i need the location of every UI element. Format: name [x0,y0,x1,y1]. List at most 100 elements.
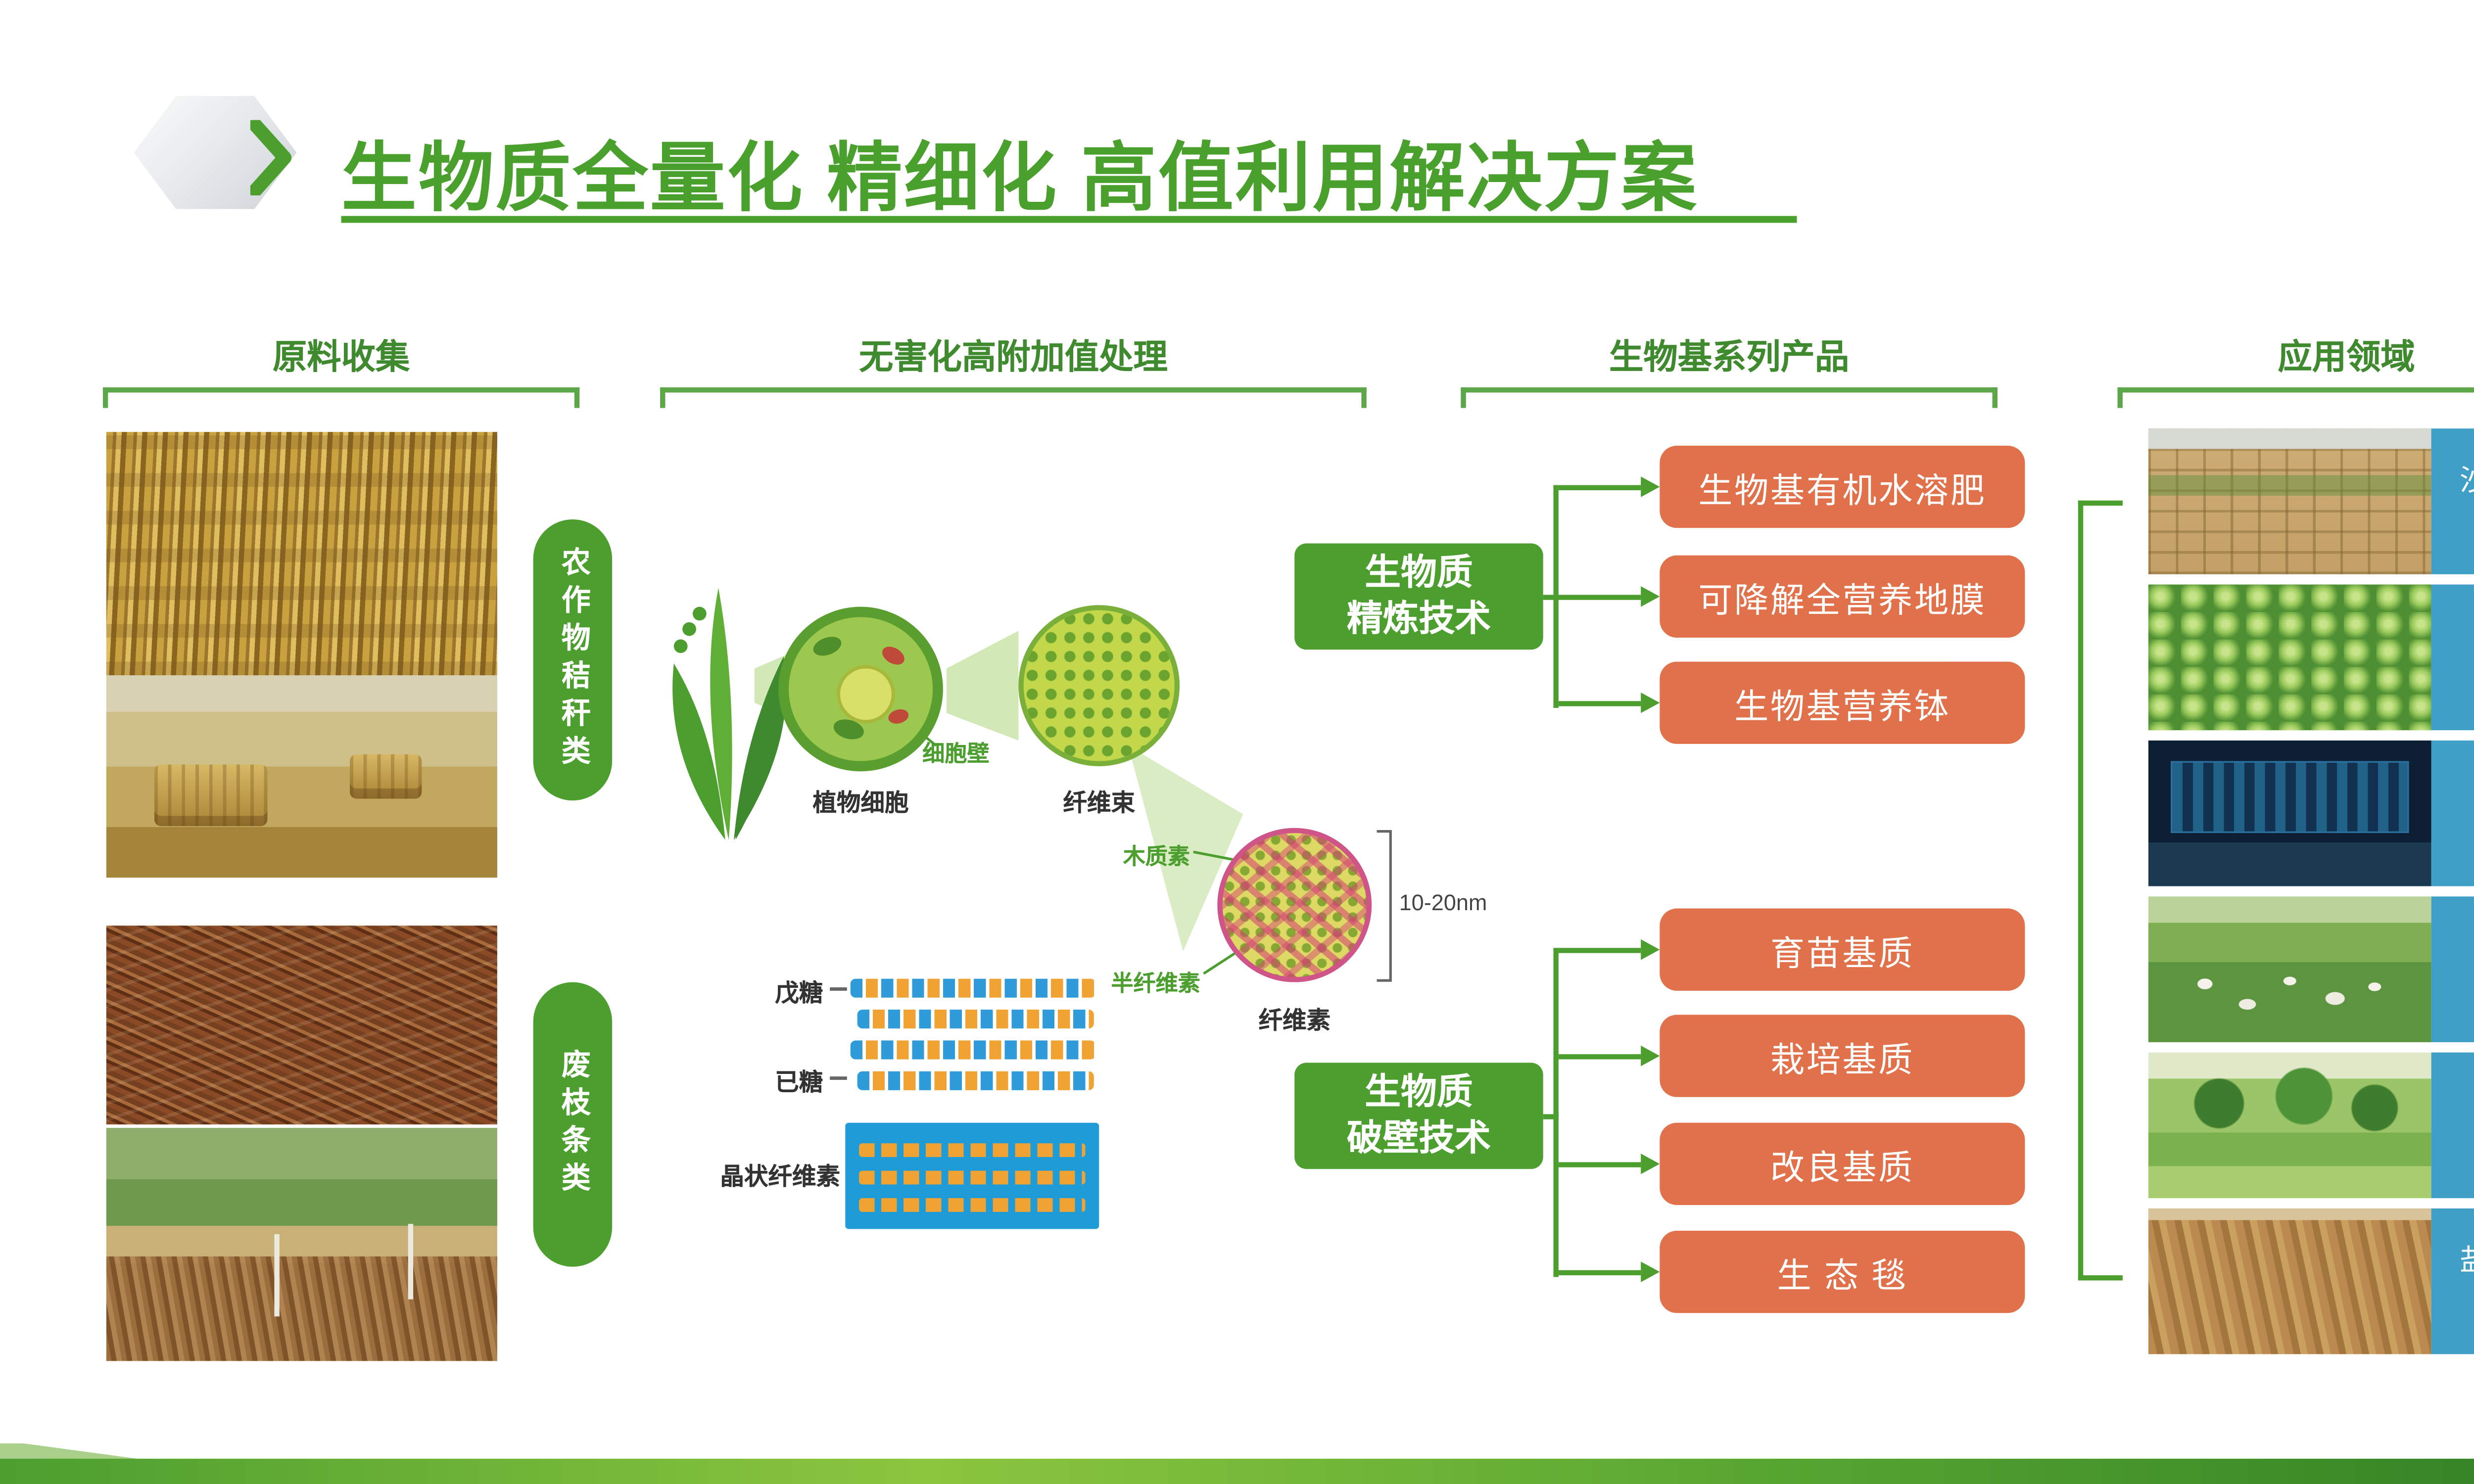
fiber-bundle-illustration [1018,605,1180,766]
organelle-shape [879,643,908,669]
product-box: 改良基质 [1660,1122,2025,1206]
application-row: 畜牧 养殖 [2148,896,2474,1042]
arrow-head-icon [1641,1045,1660,1067]
label-cellulose: 纤维素 [1258,1006,1331,1034]
application-row: 园林 绿化 [2148,1052,2474,1199]
organelle-shape [810,633,844,659]
connector-trunk [1553,947,1559,1276]
column-header-processing: 无害化高附加值处理 [859,339,1168,377]
tech-box-line: 生物质 [1365,1072,1473,1112]
column-header-applications: 应用领域 [2278,339,2415,377]
bracket-applications [2117,387,2474,410]
arrow-head-icon [1641,692,1660,713]
photo-straw-bales [106,675,497,878]
tech-box-line: 生物质 [1365,553,1473,593]
photo-fertility [2148,584,2431,731]
straw-bale-shape [154,764,268,827]
bracket-materials [102,387,580,410]
bracket-processing [660,387,1367,410]
tech-box-line: 精炼技术 [1346,600,1491,640]
leader-dash [830,1076,847,1080]
connector-line [1558,700,1641,705]
tech-box-line: 破壁技术 [1346,1119,1491,1159]
product-box: 生 态 毯 [1660,1231,2025,1313]
application-row: 农业 数据 [2148,740,2474,886]
tech-box-wall-breaking: 生物质 破壁技术 [1294,1063,1543,1169]
connector-line [1558,1053,1641,1059]
footer-bar [0,1458,2474,1484]
photo-landscaping [2148,1052,2431,1199]
product-box: 育苗基质 [1660,908,2025,991]
page-title: 生物质全量化 精细化 高值利用解决方案 [341,137,1699,222]
connector-line [1558,1269,1641,1275]
plant-cell-illustration [778,606,943,772]
photo-livestock [2148,896,2431,1042]
data-screen-shape [2171,761,2409,834]
photo-corn-stalks [106,432,497,676]
application-row: 肥力 提升 [2148,584,2474,731]
chevron-right-icon [250,120,292,196]
cellulose-chain-shape [859,1198,1086,1212]
material-group-waste-branches: 废枝条类 [533,982,613,1267]
arrow-head-icon [1641,1154,1660,1174]
label-lignin: 木质素 [1123,843,1190,869]
sugar-chain-row [857,1071,1094,1090]
arrow-head-icon [1641,939,1660,960]
application-label: 畜牧 养殖 [2431,896,2474,1042]
connector-line [1558,594,1641,600]
label-crystalline-cellulose: 晶状纤维素 [720,1162,840,1190]
application-row: 盐碱地 改良 [2148,1208,2474,1354]
title-underline [341,216,1797,223]
branch-piles-shape [106,1256,497,1361]
bracket-products [1461,387,1998,410]
applications-bracket-line [2078,500,2084,1281]
connector-line [1558,1161,1641,1167]
label-hexose: 已糖 [775,1067,823,1096]
label-plant-cell: 植物细胞 [812,788,909,816]
arrow-head-icon [1641,1261,1660,1282]
label-pentose: 戊糖 [775,978,823,1007]
application-label: 沙漠化 治理 [2431,428,2474,574]
connector-line [1543,1113,1559,1119]
cellulose-chain-shape [859,1170,1086,1185]
application-label: 农业 数据 [2431,740,2474,886]
connector-line [1558,947,1641,952]
connector-line [1558,484,1641,490]
connector-line [1543,594,1559,600]
straw-bale-shape [349,754,422,799]
photo-orchard-branches [106,1128,497,1361]
material-group-crop-straw: 农作物秸秆类 [533,519,613,801]
column-header-products: 生物基系列产品 [1609,339,1850,377]
application-label: 盐碱地 改良 [2431,1208,2474,1354]
cellulose-fibril-illustration [1217,828,1372,982]
photo-desertification [2148,428,2431,574]
photo-branch-pile [106,926,497,1125]
label-cell-wall: 细胞壁 [922,740,990,766]
label-hemicellulose: 半纤维素 [1111,970,1200,996]
post-shape [408,1224,414,1299]
application-row: 沙漠化 治理 [2148,428,2474,574]
label-fiber-bundle: 纤维束 [1063,788,1135,816]
product-box: 可降解全营养地膜 [1660,555,2025,638]
cellulose-chain-shape [859,1143,1086,1158]
crystalline-cellulose-diagram [845,1122,1099,1229]
sugar-chain-row [850,1040,1096,1060]
applications-bracket-stub [2078,500,2123,506]
sugar-chain-diagram [850,978,1096,1102]
application-label: 园林 绿化 [2431,1052,2474,1199]
column-header-materials: 原料收集 [272,339,410,377]
application-label: 肥力 提升 [2431,584,2474,731]
sugar-chain-row [850,978,1096,998]
plant-illustration [672,588,786,840]
application-label-line: 沙漠化 [2460,462,2474,501]
connector-trunk [1553,484,1559,707]
photo-saline-land [2148,1208,2431,1354]
tech-box-refining: 生物质 精炼技术 [1294,543,1543,650]
arrow-head-icon [1641,586,1660,607]
product-box: 栽培基质 [1660,1015,2025,1097]
sugar-chain-row [857,1010,1094,1029]
applications-bracket-stub [2078,1275,2123,1281]
post-shape [274,1234,280,1317]
